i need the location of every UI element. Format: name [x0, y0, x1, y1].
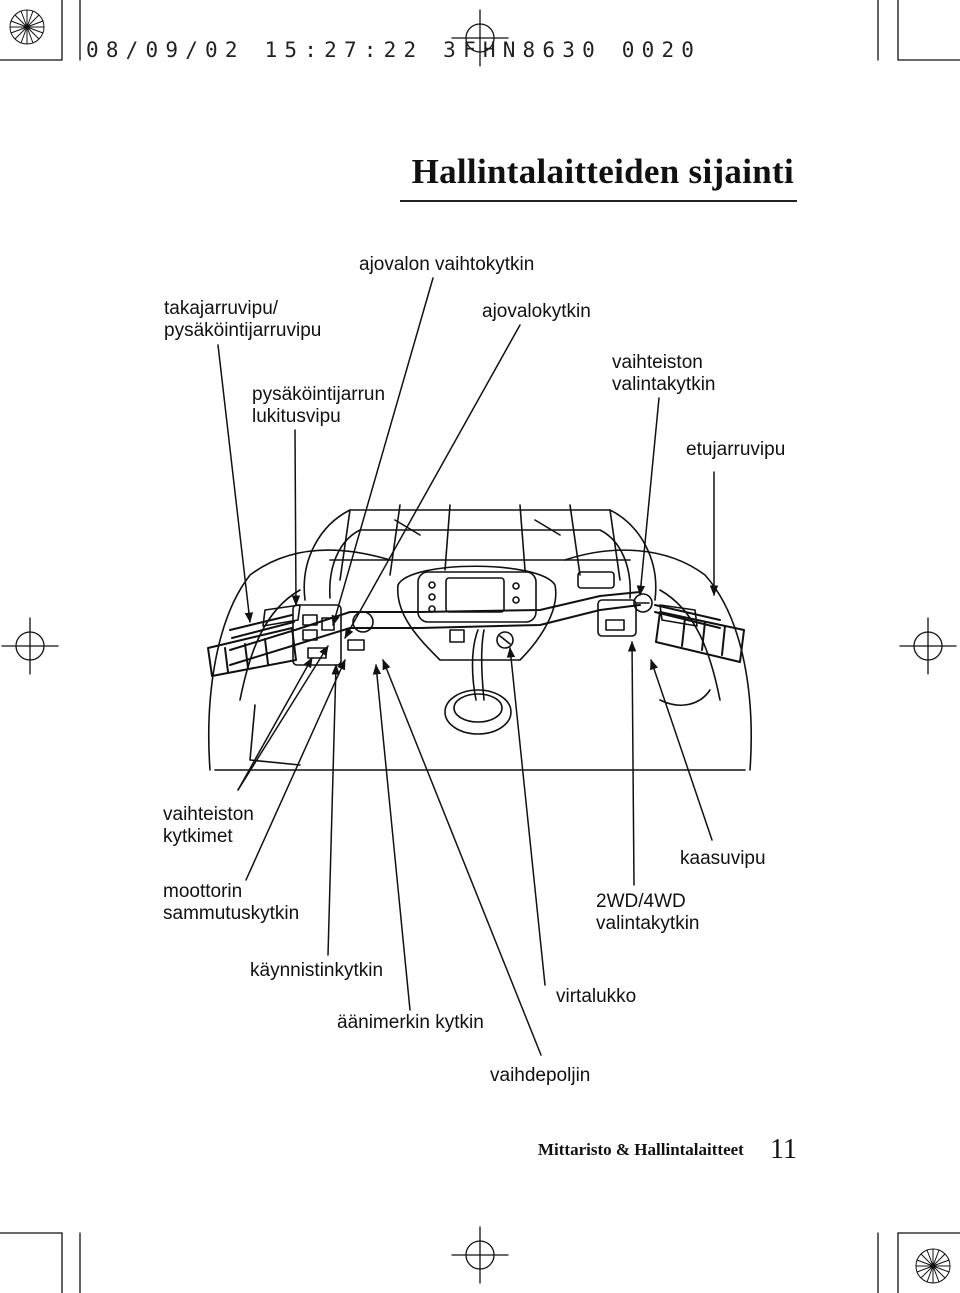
label-etujarruvipu: etujarruvipu — [686, 439, 786, 460]
handlebar — [207, 591, 745, 677]
label-line: moottorin — [163, 881, 243, 902]
label-line: pysäköintijarruvipu — [164, 320, 322, 341]
label-kaynnistinkytkin: käynnistinkytkin — [250, 960, 384, 981]
label-2wd-4wd-valintakytkin: 2WD/4WD valintakytkin — [596, 891, 700, 935]
fuel-cap — [444, 629, 512, 735]
label-aanimerkin-kytkin: äänimerkin kytkin — [337, 1012, 484, 1033]
page-number: 11 — [770, 1134, 797, 1165]
label-takajarruvipu: takajarruvipu/ pysäköintijarruvipu — [164, 298, 321, 342]
sunburst-marks — [9, 9, 951, 1284]
atv-body — [208, 549, 752, 771]
page-title: Hallintalaitteiden sijainti — [411, 152, 794, 191]
label-kaasuvipu: kaasuvipu — [680, 848, 766, 869]
label-pysakointijarrun-lukitusvipu: pysäköintijarrun lukitusvipu — [252, 384, 385, 428]
label-line: kytkimet — [163, 826, 233, 847]
label-line: vaihteiston — [612, 352, 703, 373]
label-moottorin-sammutuskytkin: moottorin sammutuskytkin — [163, 881, 299, 925]
title-rule — [400, 200, 797, 202]
label-vaihteiston-kytkimet: vaihteiston kytkimet — [163, 804, 254, 848]
left-switch-housing — [292, 604, 374, 666]
front-rack — [303, 504, 657, 601]
label-vaihdepoljin: vaihdepoljin — [490, 1065, 591, 1086]
label-vaihteiston-valintakytkin: vaihteiston valintakytkin — [612, 352, 716, 396]
label-line: takajarruvipu/ — [164, 298, 279, 319]
leader-lines — [217, 277, 719, 1056]
label-line: valintakytkin — [612, 374, 716, 395]
label-line: lukitusvipu — [252, 406, 341, 427]
right-switch-housing — [577, 571, 653, 637]
print-stamp: 08/09/02 15:27:22 3FHN8630 0020 — [86, 38, 702, 62]
label-ajovalokytkin: ajovalokytkin — [482, 301, 591, 322]
label-line: valintakytkin — [596, 913, 700, 934]
label-line: pysäköintijarrun — [252, 384, 386, 405]
label-ajovalon-vaihtokytkin: ajovalon vaihtokytkin — [359, 254, 535, 275]
label-line: sammutuskytkin — [163, 903, 300, 924]
label-virtalukko: virtalukko — [556, 986, 637, 1007]
instrument-cluster — [397, 565, 557, 661]
label-line: 2WD/4WD — [596, 891, 686, 912]
label-line: vaihteiston — [163, 804, 254, 825]
footer-section-title: Mittaristo & Hallintalaitteet — [538, 1140, 744, 1159]
